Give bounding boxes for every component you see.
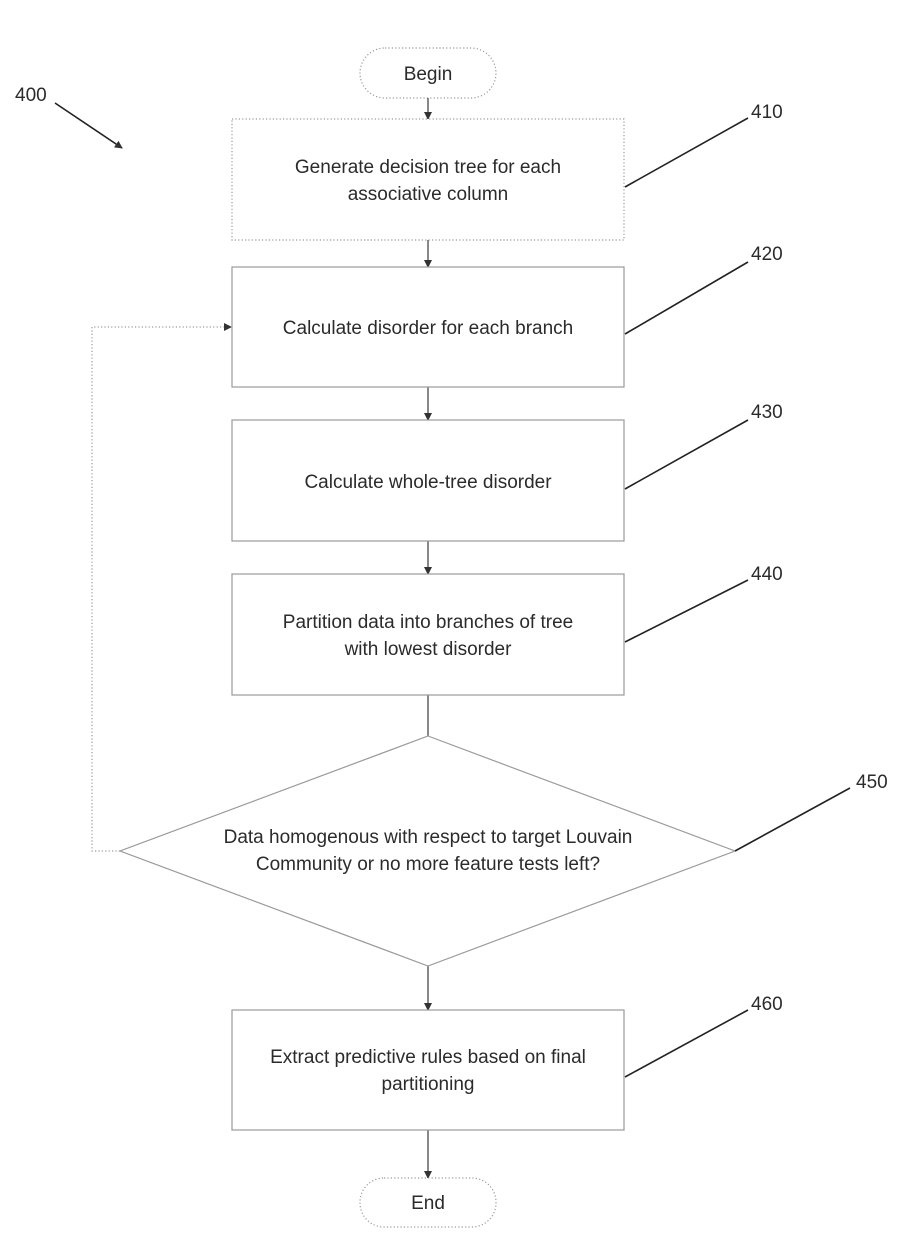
step-430-line-1: Calculate whole-tree disorder: [304, 472, 552, 493]
end-label: End: [411, 1193, 445, 1214]
step-460-line-2: partitioning: [382, 1074, 475, 1095]
decision-450-line-2: Community or no more feature tests left?: [256, 854, 600, 875]
ref-430-label: 430: [751, 402, 783, 423]
ref-410-label: 410: [751, 102, 783, 123]
step-420-line-1: Calculate disorder for each branch: [283, 318, 573, 339]
step-430-box: Calculate whole-tree disorder: [231, 419, 625, 542]
step-440-line-1: Partition data into branches of tree: [283, 612, 573, 633]
step-410-line-2: associative column: [348, 184, 509, 205]
ref-430-leader: [624, 419, 749, 490]
step-460-box: Extract predictive rules based on final …: [231, 1009, 625, 1131]
decision-450-diamond: Data homogenous with respect to target L…: [118, 735, 737, 967]
step-410-box: Generate decision tree for each associat…: [231, 118, 625, 241]
ref-450-leader: [734, 787, 851, 852]
ref-440-label: 440: [751, 564, 783, 585]
loop-back-arrowhead: [224, 323, 232, 331]
end-terminal: End: [359, 1177, 497, 1228]
ref-460-label: 460: [751, 994, 783, 1015]
step-440-box: Partition data into branches of tree wit…: [231, 573, 625, 696]
ref-420-leader: [624, 261, 749, 335]
ref-450-label: 450: [856, 772, 888, 793]
step-460-line-1: Extract predictive rules based on final: [270, 1047, 586, 1068]
ref-440-leader: [624, 579, 749, 643]
figure-ref-label: 400: [15, 85, 47, 106]
decision-450-line-1: Data homogenous with respect to target L…: [224, 827, 633, 848]
begin-terminal: Begin: [359, 47, 497, 99]
figure-ref-arrow: [54, 102, 123, 149]
step-410-line-1: Generate decision tree for each: [295, 157, 561, 178]
begin-label: Begin: [404, 64, 453, 85]
ref-420-label: 420: [751, 244, 783, 265]
step-440-line-2: with lowest disorder: [344, 639, 513, 660]
ref-410-leader: [624, 117, 749, 188]
step-420-box: Calculate disorder for each branch: [231, 266, 625, 388]
loop-back-connector: [91, 326, 224, 852]
ref-460-leader: [624, 1009, 749, 1078]
